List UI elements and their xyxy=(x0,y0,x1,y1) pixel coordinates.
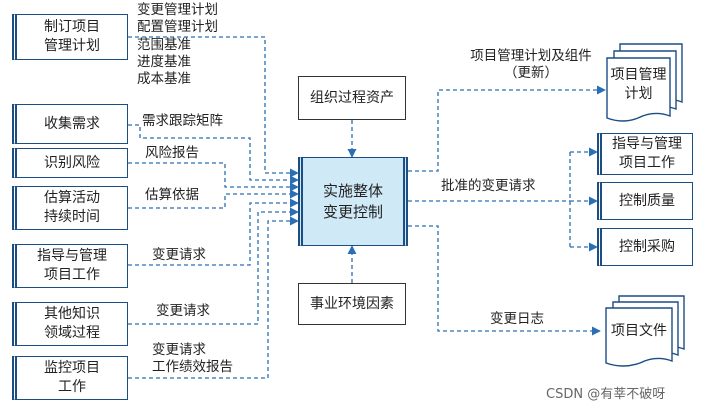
process-develop-pmp: 制订项目管理计划 xyxy=(12,14,128,60)
arrow-plan-update xyxy=(408,85,606,172)
project-docs-shape xyxy=(605,295,685,367)
arrow-change-log xyxy=(408,225,601,336)
process-estimate-durations: 估算活动持续时间 xyxy=(12,186,128,230)
process-collect-requirements: 收集需求 xyxy=(12,104,128,144)
arrow-estimate-duration xyxy=(128,189,299,209)
process-monitor-control-work: 监控项目工作 xyxy=(12,356,128,400)
project-docs-text: 项目文件 xyxy=(611,323,667,339)
flow-label-identify-risk: 风险报告 xyxy=(145,145,199,161)
flow-label-direct-manage: 变更请求 xyxy=(152,247,206,263)
flow-label-estimate-duration: 估算依据 xyxy=(145,187,199,203)
process-identify-risks: 识别风险 xyxy=(12,148,128,178)
org-process-assets-box: 组织过程资产 xyxy=(298,76,406,120)
arrow-develop-pmp xyxy=(128,36,299,178)
process-other-knowledge-areas: 其他知识领域过程 xyxy=(12,302,128,346)
flow-label-approved-changes: 批准的变更请求 xyxy=(441,178,536,194)
flow-label-monitor-control: 变更请求 工作绩效报告 xyxy=(152,342,233,376)
watermark: CSDN @有莘不破呀 xyxy=(546,387,666,402)
target-direct-manage-work: 指导与管理项目工作 xyxy=(597,133,693,175)
flow-label-develop-pmp: 变更管理计划 配置管理计划 范围基准 进度基准 成本基准 xyxy=(137,2,218,88)
plan-doc-text: 项目管理 计划 xyxy=(610,67,667,102)
arrow-other-ka xyxy=(128,207,299,325)
flow-label-other-ka: 变更请求 xyxy=(156,303,210,319)
arrow-identify-risk xyxy=(128,162,299,192)
enterprise-env-factors-box: 事业环境因素 xyxy=(298,283,406,325)
plan-doc-shape xyxy=(606,43,683,122)
target-control-quality: 控制质量 xyxy=(597,182,693,220)
perform-integrated-change-control: 实施整体变更控制 xyxy=(298,157,408,246)
flow-label-plan-update: 项目管理计划及组件 （更新） xyxy=(470,48,592,82)
flow-label-collect-req: 需求跟踪矩阵 xyxy=(142,113,223,129)
arrow-monitor-control xyxy=(128,216,299,379)
target-control-procurements: 控制采购 xyxy=(597,228,693,266)
process-direct-manage-work: 指导与管理项目工作 xyxy=(12,244,128,288)
flow-label-change-log: 变更日志 xyxy=(490,311,544,327)
arrow-collect-req xyxy=(128,124,299,185)
